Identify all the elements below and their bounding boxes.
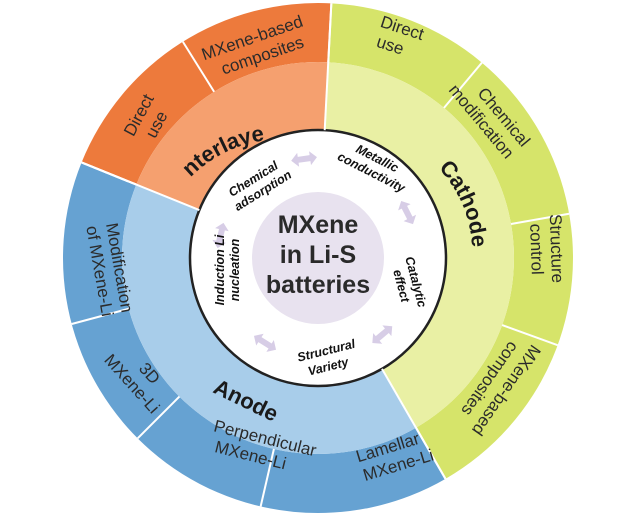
outer-divider-3 <box>443 62 483 109</box>
center-circle <box>252 192 384 324</box>
middle-ring-interlayer <box>136 61 329 211</box>
outer-item-cathode-structure-control: Structure control <box>526 214 567 284</box>
property-induction-nucleation-line-1: Induction Li <box>213 234 227 305</box>
outer-divider-8 <box>136 395 181 440</box>
arrow-catalytic-structural <box>372 325 393 344</box>
arrow-adsorption-conductivity <box>291 151 317 167</box>
sector-dividers <box>71 3 570 507</box>
outer-ring-anode <box>62 162 446 514</box>
arrow-conductivity-catalytic <box>398 201 417 225</box>
section-divider-1 <box>323 3 333 131</box>
section-divider-2 <box>381 368 447 480</box>
outer-ring-interlayer <box>81 2 332 185</box>
outer-divider-1 <box>182 41 215 93</box>
property-induction-nucleation: Induction Li nucleation <box>213 234 242 305</box>
center-line-3: batteries <box>266 271 370 299</box>
center-line-2: in Li-S <box>280 241 356 269</box>
outer-item-cathode-structure-control-line-2: control <box>526 223 547 275</box>
arrow-structural-induction <box>253 333 277 352</box>
property-arrows <box>212 151 417 352</box>
outer-divider-4 <box>510 212 570 225</box>
outer-ring-cathode <box>328 3 573 479</box>
property-induction-nucleation-line-2: nucleation <box>228 238 242 301</box>
outer-item-cathode-structure-control-line-1: Structure <box>546 214 567 284</box>
arrow-induction-adsorption <box>212 222 229 249</box>
center-line-1: MXene <box>278 211 359 239</box>
outer-divider-5 <box>501 324 558 347</box>
outer-divider-9 <box>71 307 129 325</box>
outer-divider-7 <box>259 448 275 507</box>
section-divider-0 <box>81 161 200 211</box>
middle-ring-anode <box>122 184 416 454</box>
middle-ring-cathode <box>324 62 514 428</box>
